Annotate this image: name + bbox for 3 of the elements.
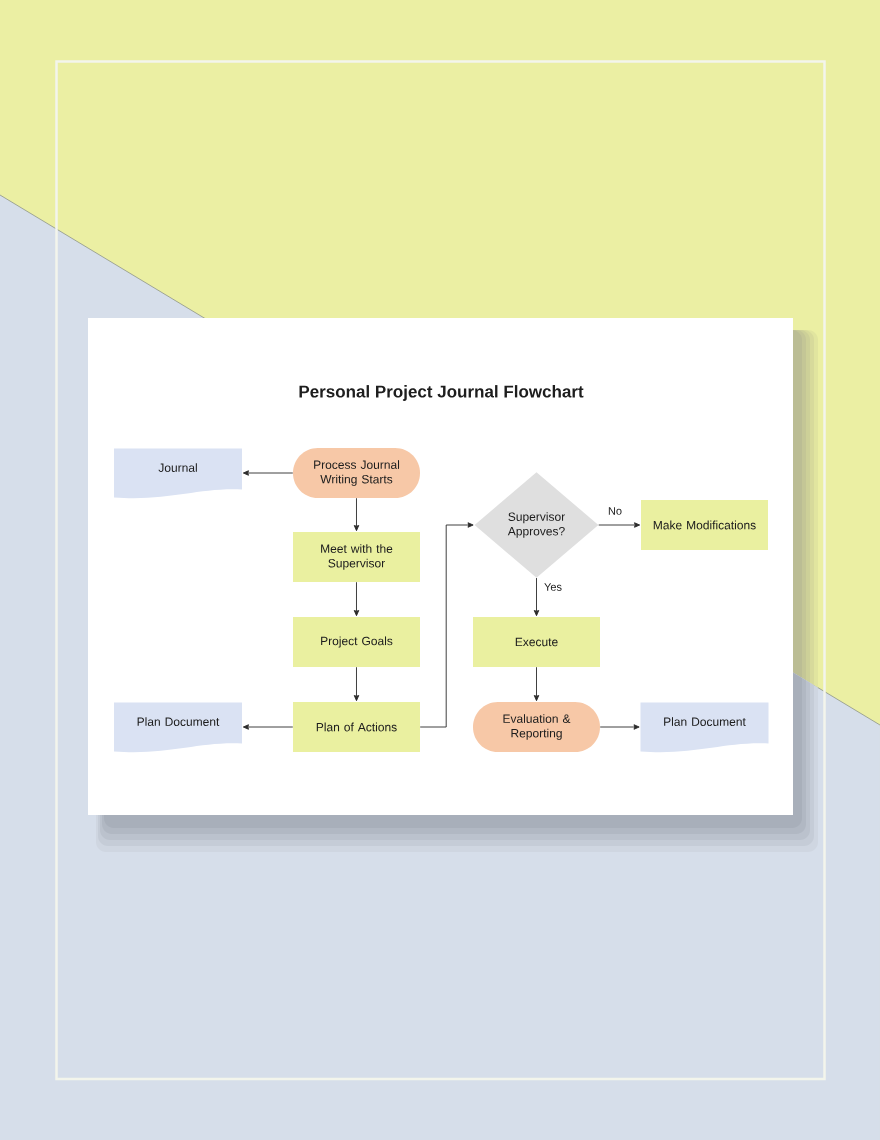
edge-label: Yes [542,581,564,593]
edge-label: No [606,505,624,517]
title: Personal Project Journal Flowchart [299,385,584,401]
